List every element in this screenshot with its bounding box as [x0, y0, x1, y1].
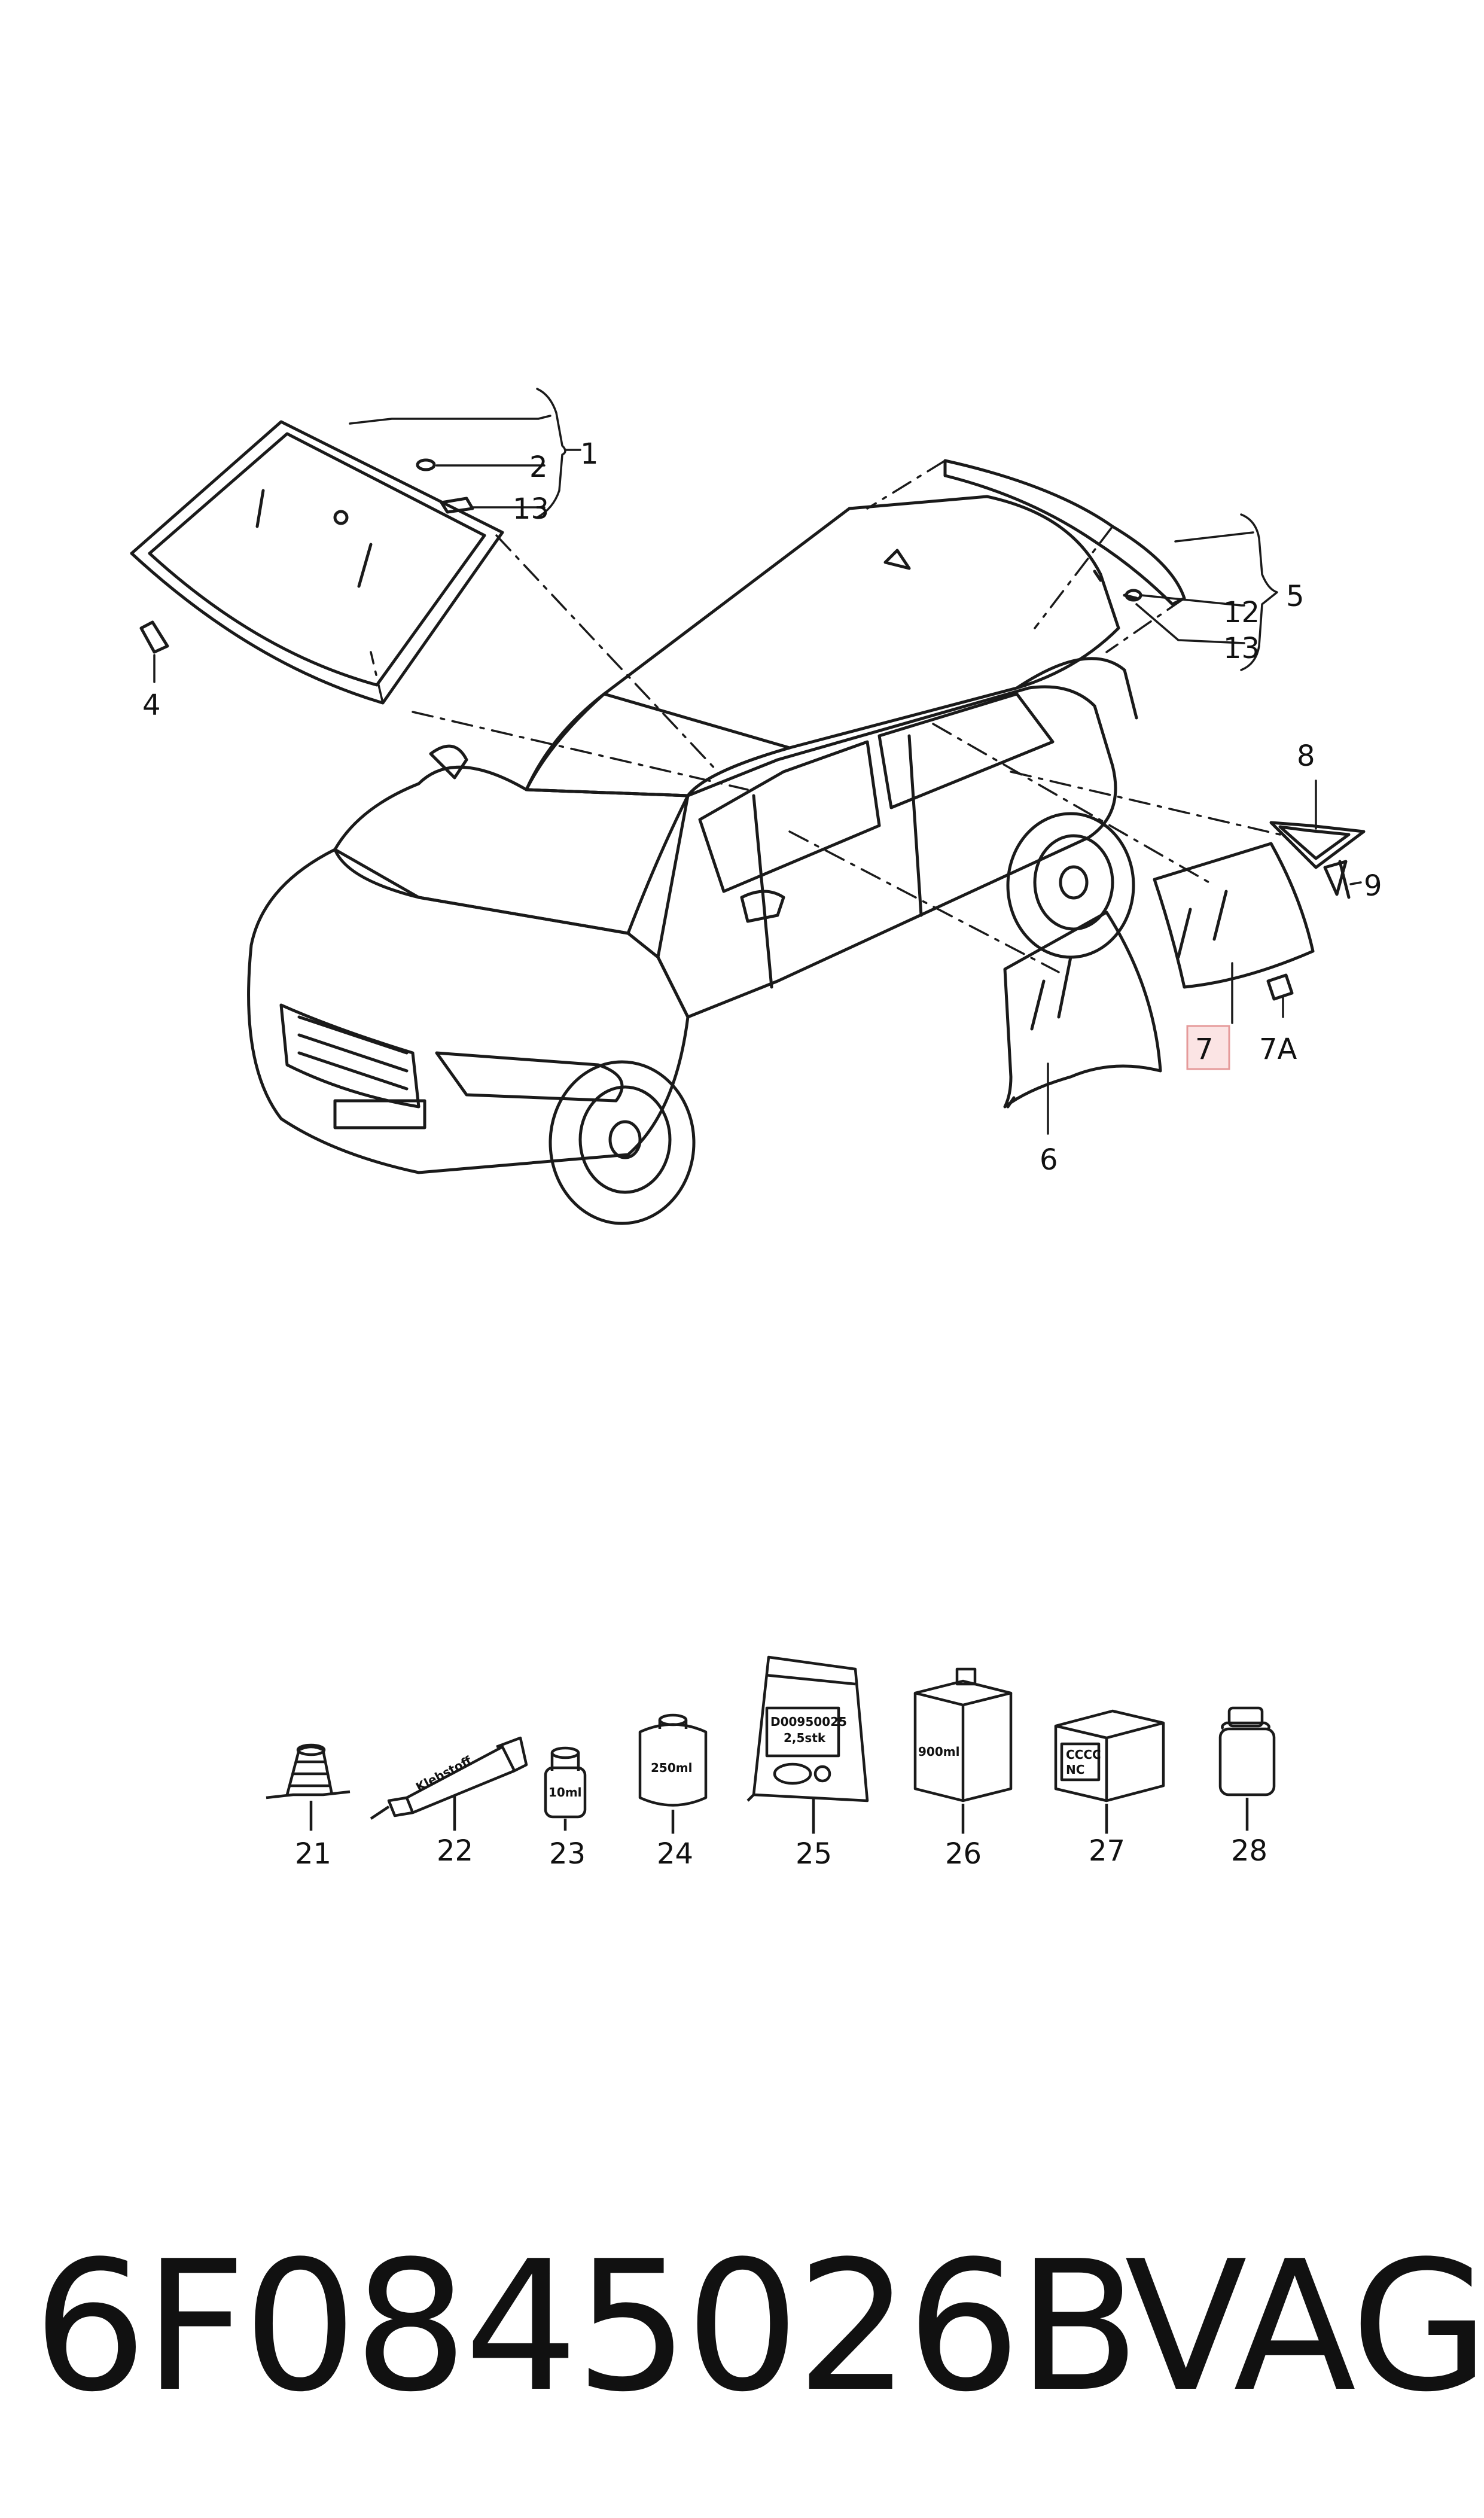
- callout-22: 22: [437, 1834, 473, 1868]
- product-27-box: [1054, 1709, 1165, 1834]
- callout-7: 7: [1195, 1033, 1214, 1066]
- box-large-label: 900ml: [918, 1744, 959, 1759]
- rear-door-glass-part: [1153, 842, 1315, 989]
- box-small-label-line1: CCCC: [1066, 1747, 1101, 1762]
- callout-6: 6: [1040, 1143, 1058, 1177]
- part-7a-shape: [1266, 973, 1294, 1001]
- car-illustration: [247, 495, 1138, 1225]
- quarter-glass-part: [1269, 821, 1366, 869]
- product-22-adhesive-tube: [370, 1736, 528, 1831]
- callout-21: 21: [295, 1837, 331, 1871]
- callout-8: 8: [1297, 739, 1315, 773]
- leader-dashed-lines: [370, 459, 1281, 973]
- product-21-sealant-cone: [266, 1743, 351, 1831]
- product-25-bag: [746, 1655, 869, 1834]
- front-door-glass-part: [1003, 911, 1162, 1109]
- part-9-shape: [1323, 860, 1348, 896]
- callout-5: 5: [1286, 580, 1305, 613]
- part-number: 6F0845026B: [33, 2222, 1140, 2431]
- part-13-shape: [440, 497, 474, 514]
- callout-9: 9: [1364, 869, 1382, 903]
- bottle-small-label: 10ml: [548, 1785, 582, 1800]
- callout-26: 26: [945, 1837, 982, 1871]
- leader-solid-lines: [153, 388, 1362, 1135]
- brand-name: VAG: [1125, 2222, 1484, 2431]
- callout-25: 25: [796, 1837, 832, 1871]
- callout-23: 23: [549, 1837, 586, 1871]
- callout-12: 12: [1223, 596, 1260, 629]
- bag-label-line2: 2,5stk: [784, 1731, 826, 1745]
- rear-window-part: [943, 459, 1186, 606]
- can-label: 250ml: [651, 1761, 692, 1775]
- windscreen-part: [130, 420, 504, 705]
- part-2-shape: [416, 458, 436, 471]
- callout-27: 27: [1089, 1834, 1125, 1868]
- product-28-jar: [1218, 1706, 1276, 1831]
- footer: 6F0845026B VAG: [33, 2222, 1484, 2431]
- tube-label: Klebstoff: [413, 1753, 474, 1794]
- callout-13-rear: 13: [1223, 632, 1260, 665]
- callout-2: 2: [529, 450, 548, 484]
- callout-7a: 7A: [1259, 1033, 1297, 1066]
- callout-1: 1: [580, 437, 599, 471]
- callout-24: 24: [657, 1837, 693, 1871]
- callout-4: 4: [142, 689, 161, 722]
- consumables-row: [266, 1655, 1276, 1834]
- callout-28: 28: [1231, 1834, 1267, 1868]
- callout-13-front: 13: [513, 492, 549, 526]
- product-23-small-bottle: [544, 1746, 587, 1831]
- highlight-box-7: [1186, 1025, 1230, 1070]
- bag-label-line1: D00950025: [770, 1715, 847, 1729]
- product-26-box: [913, 1667, 1013, 1834]
- product-24-can: [638, 1713, 708, 1834]
- part-4-shape: [139, 620, 169, 654]
- box-small-label-line2: NC: [1066, 1762, 1084, 1777]
